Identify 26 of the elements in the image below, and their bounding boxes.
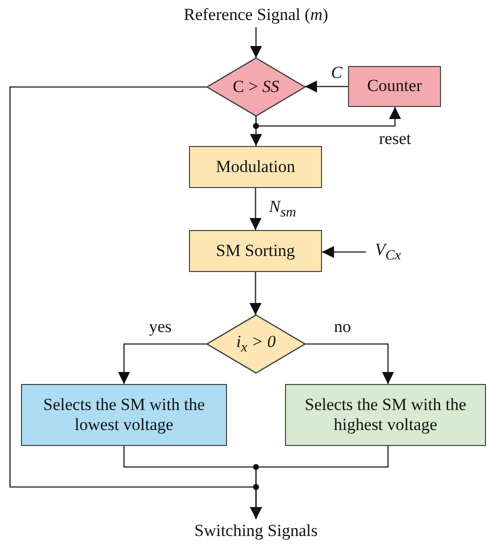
signal-label: V$_{Cx}$ bbox=[366, 239, 410, 265]
decision-diamond bbox=[207, 58, 305, 116]
box-label: Modulation bbox=[216, 156, 296, 178]
arrow bbox=[255, 107, 401, 127]
box-label: SM Sorting bbox=[216, 240, 295, 262]
signal-label: Switching Signals bbox=[156, 519, 356, 543]
box-label: Selects the SM with the highest voltage bbox=[304, 394, 468, 436]
process-box bbox=[21, 384, 227, 446]
process-box bbox=[348, 66, 441, 107]
arrow bbox=[250, 272, 262, 315]
box-label: Selects the SM with the lowest voltage bbox=[42, 394, 206, 436]
arrow bbox=[322, 246, 366, 258]
decision-diamond bbox=[207, 315, 305, 373]
arrow bbox=[250, 188, 262, 230]
arrow bbox=[9, 86, 262, 519]
process-box bbox=[189, 230, 322, 272]
process-box bbox=[285, 384, 486, 446]
arrow bbox=[305, 80, 348, 92]
process-box bbox=[189, 146, 322, 188]
box-label: Counter bbox=[367, 76, 422, 97]
box-label: C > SS bbox=[232, 76, 280, 98]
box-label: i$_{x}$ > 0 bbox=[236, 332, 276, 356]
signal-label: Reference Signal (m) bbox=[150, 3, 362, 27]
arrow bbox=[305, 343, 394, 384]
arrow bbox=[250, 27, 262, 58]
arrow bbox=[118, 343, 207, 384]
